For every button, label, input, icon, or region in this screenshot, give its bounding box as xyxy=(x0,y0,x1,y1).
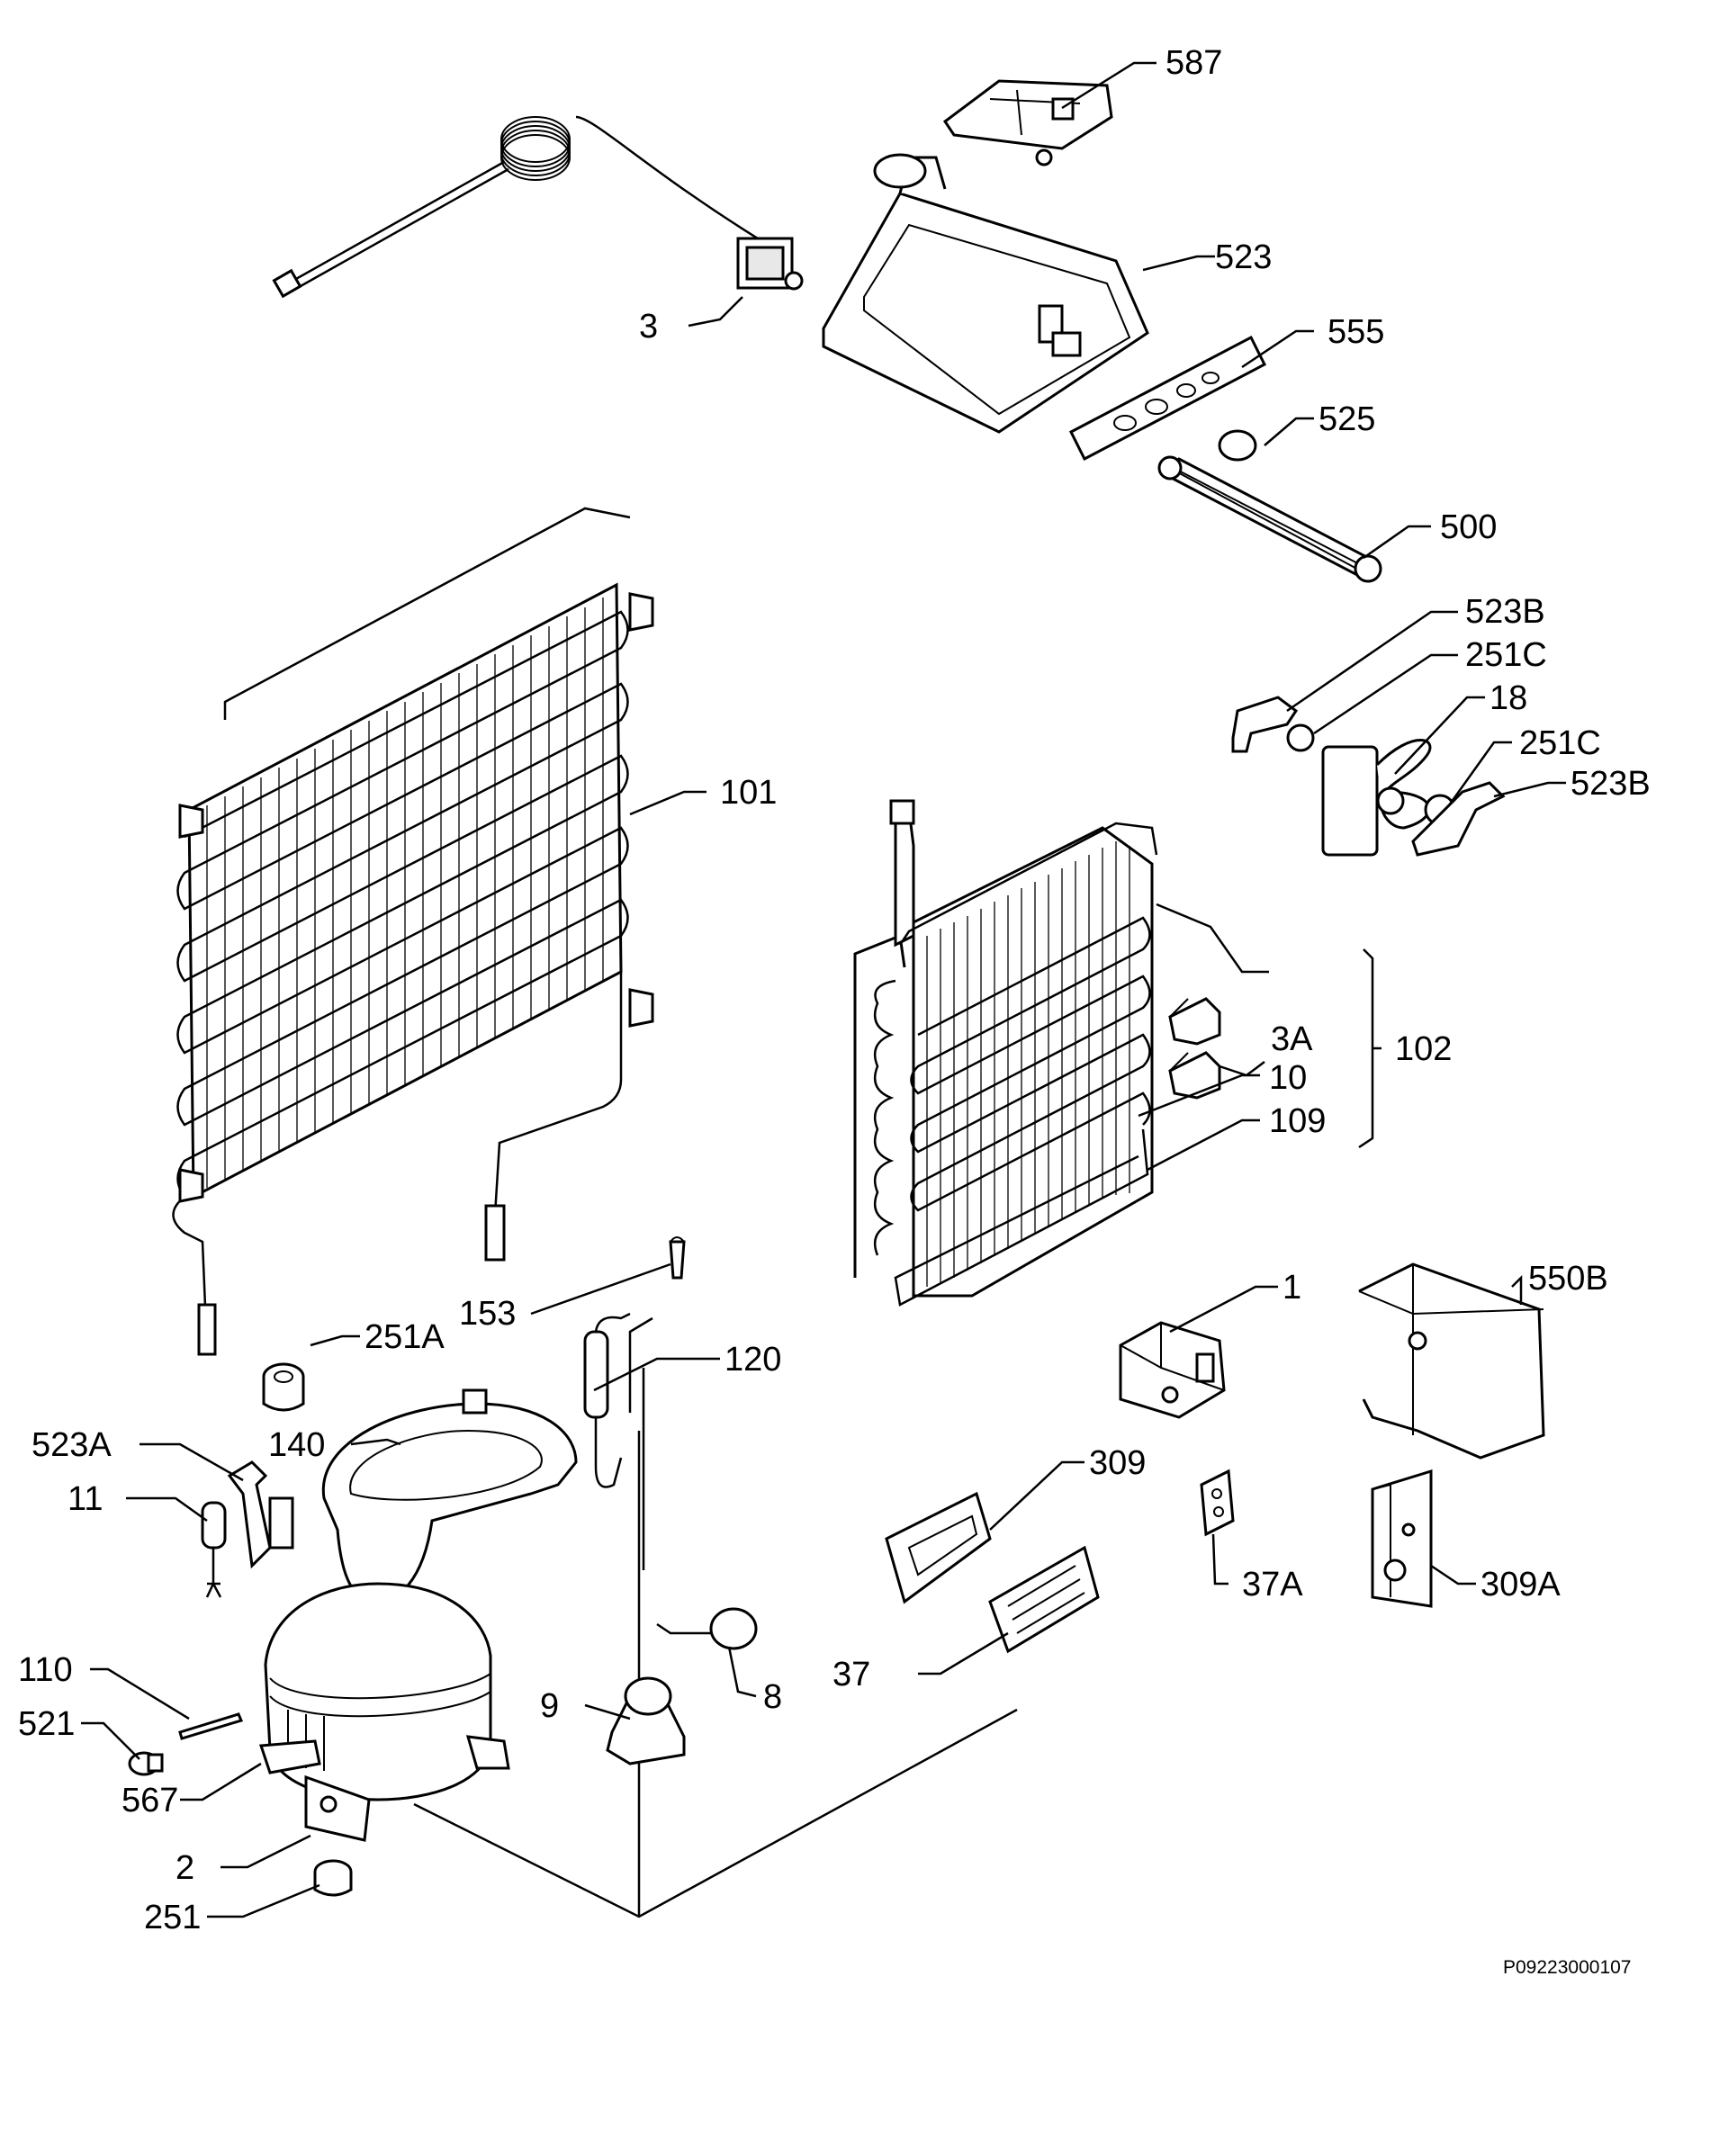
label-567: 567 xyxy=(122,1782,178,1819)
part-500 xyxy=(1157,455,1382,583)
part-37a xyxy=(1200,1469,1235,1537)
label-2: 2 xyxy=(176,1849,194,1887)
label-251: 251 xyxy=(144,1899,201,1936)
fan-assembly xyxy=(1231,696,1506,857)
label-309a: 309A xyxy=(1480,1566,1561,1604)
label-525: 525 xyxy=(1318,400,1375,438)
label-8: 8 xyxy=(763,1678,782,1716)
drawing-code: P09223000107 xyxy=(1503,1957,1631,1978)
label-550b: 550B xyxy=(1528,1260,1608,1298)
label-521: 521 xyxy=(18,1705,75,1743)
label-10: 10 xyxy=(1269,1059,1307,1097)
part-140-tray xyxy=(321,1388,578,1604)
label-555: 555 xyxy=(1328,313,1384,351)
label-1: 1 xyxy=(1282,1269,1301,1307)
leader-lines xyxy=(81,61,1566,1918)
label-523b-top: 523B xyxy=(1465,593,1545,631)
part-251a xyxy=(262,1362,305,1412)
part-309a xyxy=(1371,1469,1433,1608)
part-587 xyxy=(942,79,1113,166)
part-309 xyxy=(885,1491,992,1604)
part-523a-and-11 xyxy=(201,1460,294,1598)
condenser-fins xyxy=(206,597,604,1188)
label-109: 109 xyxy=(1269,1102,1326,1140)
part-8 xyxy=(656,1607,758,1650)
condenser-part xyxy=(172,582,654,1356)
part-120-drier xyxy=(583,1312,653,1488)
label-251c-bottom: 251C xyxy=(1519,724,1601,762)
label-101: 101 xyxy=(720,774,777,812)
label-523b-bottom: 523B xyxy=(1570,765,1651,803)
label-153: 153 xyxy=(459,1295,516,1333)
part-251 xyxy=(313,1859,353,1897)
label-251a: 251A xyxy=(364,1318,445,1356)
label-500: 500 xyxy=(1440,508,1497,546)
label-523: 523 xyxy=(1215,238,1272,276)
label-3a: 3A xyxy=(1271,1020,1313,1058)
label-140: 140 xyxy=(268,1426,325,1464)
part-555 xyxy=(1069,335,1266,462)
label-18: 18 xyxy=(1490,679,1527,717)
label-251c-top: 251C xyxy=(1465,636,1547,674)
label-37a: 37A xyxy=(1242,1566,1303,1604)
part-550b xyxy=(1358,1262,1545,1460)
evaporator-part xyxy=(853,799,1221,1307)
part-523-housing xyxy=(822,153,1149,434)
label-37: 37 xyxy=(832,1656,870,1693)
label-102: 102 xyxy=(1395,1030,1452,1068)
label-9: 9 xyxy=(540,1687,559,1725)
label-587: 587 xyxy=(1166,44,1222,82)
part-37 xyxy=(988,1545,1100,1654)
part-525 xyxy=(1218,429,1257,462)
label-3: 3 xyxy=(639,308,658,346)
label-120: 120 xyxy=(724,1341,781,1379)
label-11: 11 xyxy=(68,1480,103,1518)
compressor-part xyxy=(258,1582,510,1842)
label-309: 309 xyxy=(1089,1444,1146,1482)
part-110 xyxy=(178,1712,244,1740)
part-521 xyxy=(128,1751,164,1776)
part-1 xyxy=(1119,1321,1226,1419)
part-9 xyxy=(606,1676,686,1765)
part-153 xyxy=(669,1236,686,1280)
label-110: 110 xyxy=(18,1651,73,1689)
thermostat-part xyxy=(272,115,804,299)
cabinet-outline xyxy=(223,507,1018,1918)
part-labels: 587 523 3 555 525 500 523B 251C 18 251C … xyxy=(18,44,1651,1978)
condenser-tubes xyxy=(176,610,629,1198)
label-523a: 523A xyxy=(32,1426,112,1464)
